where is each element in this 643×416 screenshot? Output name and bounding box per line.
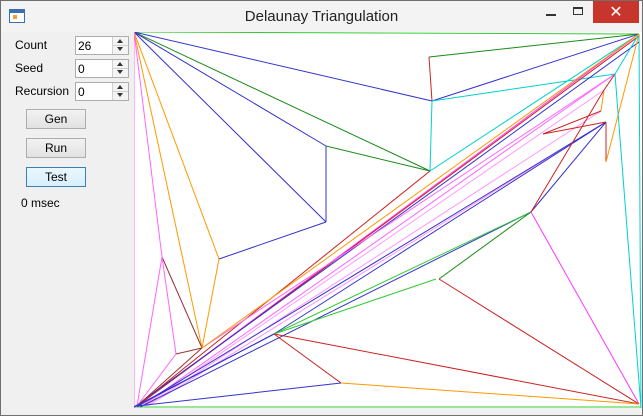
edge [143, 89, 605, 407]
edge [136, 121, 607, 408]
close-button[interactable]: ✕ [593, 1, 639, 23]
edge [134, 32, 327, 223]
edge [201, 73, 616, 349]
edge [530, 121, 607, 213]
recursion-value[interactable]: 0 [78, 85, 85, 99]
edge [530, 211, 640, 405]
seed-down-arrow-icon[interactable] [113, 68, 128, 76]
edge [273, 211, 532, 335]
edge [273, 333, 342, 384]
triangulation-canvas[interactable] [134, 32, 642, 408]
recursion-down-arrow-icon[interactable] [113, 91, 128, 99]
edge [136, 256, 163, 407]
recursion-up-arrow-icon[interactable] [113, 83, 128, 92]
edge [603, 73, 616, 91]
edge [134, 32, 327, 147]
edge [428, 33, 640, 58]
edge [139, 211, 532, 408]
edge [134, 32, 640, 35]
edge [136, 353, 177, 407]
edge [147, 121, 607, 407]
count-down-arrow-icon[interactable] [113, 45, 128, 53]
recursion-label: Recursion [15, 84, 70, 98]
count-value[interactable]: 26 [78, 39, 92, 53]
edge [218, 221, 327, 260]
edge [134, 333, 275, 408]
edge [600, 89, 605, 112]
edge [161, 256, 203, 349]
edge [542, 110, 602, 135]
edge [134, 32, 220, 260]
title-bar[interactable]: Delaunay Triangulation ✕ [1, 1, 642, 32]
client-area: Count 26 Seed 0 Recursion 0 Gen Run Test… [1, 32, 642, 415]
edge [134, 32, 433, 102]
edge [201, 258, 220, 349]
edge [273, 333, 640, 405]
seed-value[interactable]: 0 [78, 62, 85, 76]
edge [530, 89, 605, 213]
seed-spinner[interactable]: 0 [75, 59, 129, 78]
count-label: Count [15, 38, 48, 52]
maximize-icon [573, 7, 583, 15]
edge [605, 33, 640, 163]
maximize-button[interactable] [565, 1, 593, 23]
edge [638, 33, 642, 408]
edge [136, 382, 342, 407]
elapsed-time: 0 msec [21, 196, 60, 210]
edge [134, 32, 203, 349]
minimize-icon [546, 14, 556, 16]
edge [141, 73, 616, 407]
run-button[interactable]: Run [26, 138, 86, 158]
seed-label: Seed [15, 61, 44, 75]
window-title: Delaunay Triangulation [244, 8, 399, 25]
edge [134, 41, 640, 408]
edge [438, 211, 532, 280]
count-spinner[interactable]: 26 [75, 36, 129, 55]
edge [431, 73, 616, 102]
gen-button[interactable]: Gen [26, 109, 86, 129]
edge [438, 278, 640, 405]
edge [431, 33, 640, 102]
edge [429, 100, 433, 172]
edge [201, 33, 640, 349]
edge [614, 73, 642, 408]
edge [428, 56, 433, 102]
edge [175, 347, 203, 355]
close-icon: ✕ [609, 4, 623, 21]
edge [340, 382, 640, 405]
triangulation-drawing [134, 32, 642, 408]
edge [134, 32, 163, 258]
edge [542, 121, 607, 135]
minimize-button[interactable] [537, 1, 565, 23]
edge [429, 33, 640, 172]
seed-up-arrow-icon[interactable] [113, 60, 128, 69]
edge [136, 347, 203, 407]
edge [614, 33, 640, 75]
edge [325, 145, 431, 172]
edge [161, 256, 177, 355]
test-button[interactable]: Test [26, 167, 86, 187]
edge [273, 278, 437, 335]
recursion-spinner[interactable]: 0 [75, 82, 129, 101]
edge [145, 110, 602, 407]
count-up-arrow-icon[interactable] [113, 37, 128, 46]
app-window-icon[interactable] [9, 9, 25, 23]
edge [273, 121, 607, 335]
edge [134, 32, 431, 172]
edge [136, 170, 431, 407]
